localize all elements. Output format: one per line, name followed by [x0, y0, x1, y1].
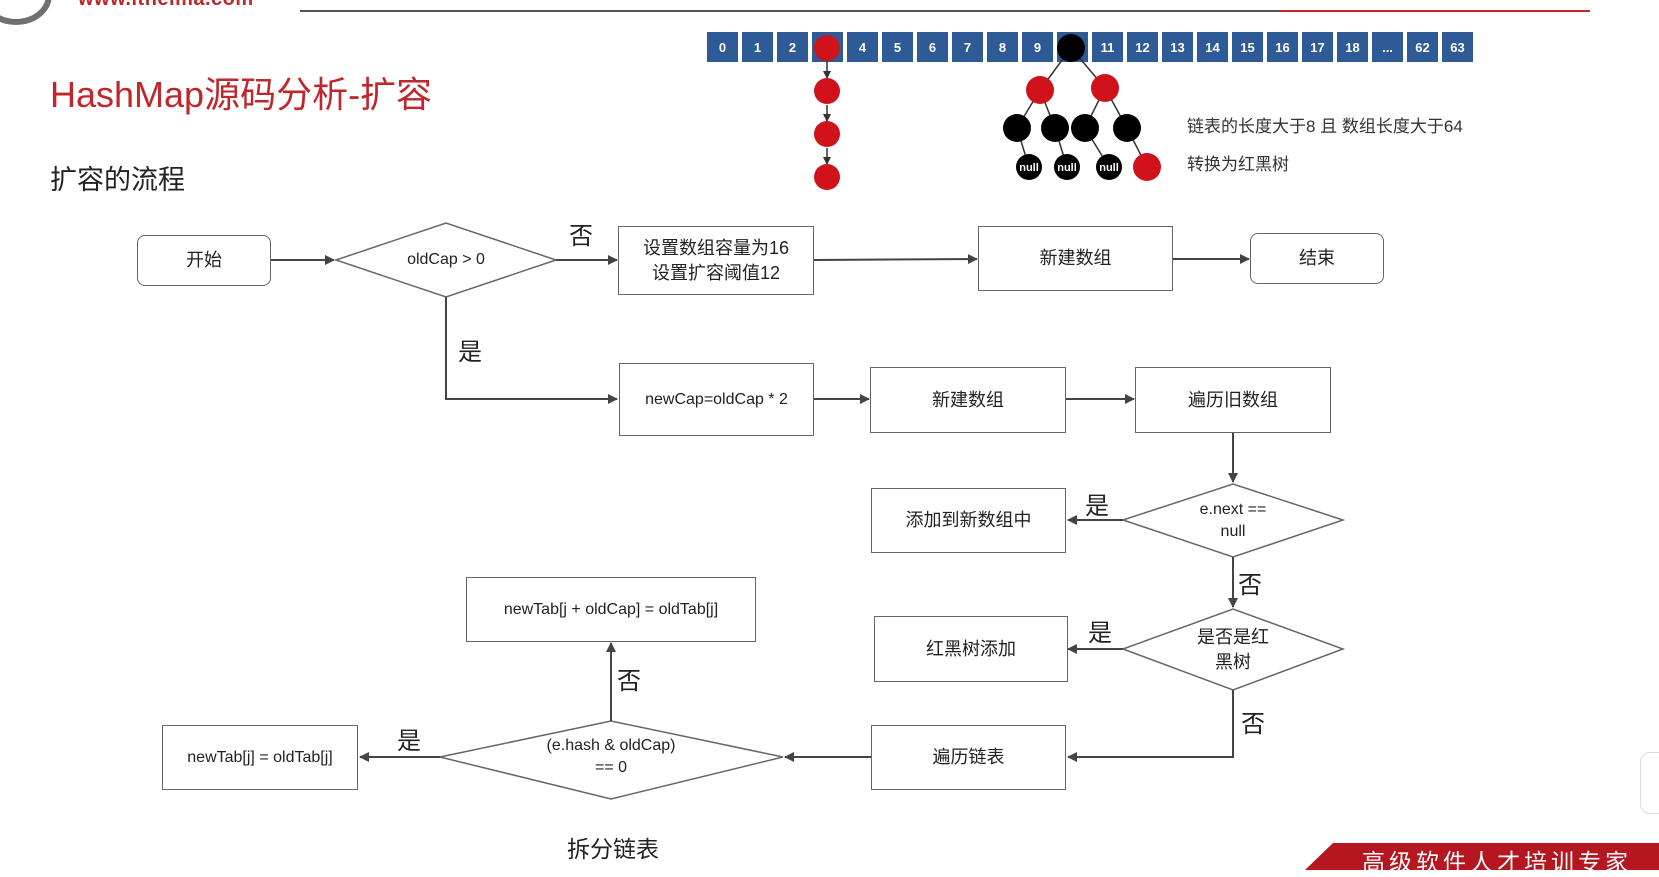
header-divider: [300, 10, 1590, 12]
array-cell: 2: [777, 32, 810, 62]
decision-hash: [439, 720, 784, 800]
label-yes-next: 是: [1085, 493, 1109, 520]
assign-j-box: newTab[j] = oldTab[j]: [162, 725, 358, 790]
cond-rbtree-line1: 是否是红: [1197, 626, 1269, 647]
new-cap-box: newCap=oldCap * 2: [619, 363, 814, 436]
tree-nodes: null null null: [1003, 34, 1161, 181]
start-node: 开始: [137, 235, 271, 286]
tree-node-root: [1057, 34, 1085, 62]
tree-node: [1091, 74, 1119, 102]
list-node: [814, 78, 840, 104]
cond-rbtree-line2: 黑树: [1215, 652, 1251, 672]
set-default-line1: 设置数组容量为16: [642, 238, 790, 259]
footer-slogan: 高级软件人才培训专家: [1362, 850, 1632, 875]
cond-oldcap-text: oldCap > 0: [407, 250, 485, 268]
tree-null-node: [1054, 154, 1080, 180]
traverse-old-array-box: 遍历旧数组: [1135, 367, 1331, 433]
cond-next-line1: e.next ==: [1199, 500, 1267, 518]
cond-next-null-text: e.next == null: [1163, 498, 1303, 544]
list-node: [814, 35, 840, 61]
assign-j-oldcap-box: newTab[j + oldCap] = oldTab[j]: [466, 577, 756, 642]
array-cell: 8: [987, 32, 1020, 62]
assign-j-text: newTab[j] = oldTab[j]: [187, 748, 333, 766]
traverse-list-box: 遍历链表: [871, 725, 1066, 790]
new-array-top-box: 新建数组: [978, 226, 1173, 291]
linked-list-chain: [814, 35, 840, 190]
tree-annotation-line1: 链表的长度大于8 且 数组长度大于64: [1187, 117, 1463, 136]
tree-annotation-line2: 转换为红黑树: [1187, 155, 1289, 174]
add-to-new-array-box: 添加到新数组中: [871, 488, 1066, 553]
label-yes-rbtree: 是: [1088, 620, 1112, 647]
assign-j-oldcap-text: newTab[j + oldCap] = oldTab[j]: [503, 600, 719, 618]
list-node: [814, 164, 840, 190]
footer-banner: [1305, 843, 1659, 870]
array-cell: 1: [742, 32, 775, 62]
array-cell: ...: [1372, 32, 1405, 62]
tree-node: [1026, 76, 1054, 104]
decision-next-null: [1120, 483, 1346, 558]
array-cell: 14: [1197, 32, 1230, 62]
tree-null-node: [1016, 154, 1042, 180]
array-cell: 17: [1302, 32, 1335, 62]
label-yes-oldcap: 是: [458, 339, 482, 366]
new-array-mid-box: 新建数组: [870, 367, 1066, 433]
tree-node: [1041, 114, 1069, 142]
decision-is-rbtree: [1120, 608, 1346, 691]
tree-node: [1071, 114, 1099, 142]
end-node: 结束: [1250, 233, 1384, 284]
array-cell: 11: [1092, 32, 1125, 62]
site-url: www.itheima.com: [78, 0, 254, 11]
cond-hash-line1: (e.hash & oldCap): [546, 736, 676, 754]
array-cell: 0: [707, 32, 740, 62]
array-cell: 7: [952, 32, 985, 62]
tree-node: [1133, 153, 1161, 181]
side-tab[interactable]: [1640, 752, 1659, 814]
split-list-caption: 拆分链表: [567, 836, 659, 862]
array-cell: 5: [882, 32, 915, 62]
null-label: null: [1019, 162, 1039, 174]
label-yes-hash: 是: [397, 728, 421, 755]
header-divider-accent: [1280, 10, 1590, 12]
null-label: null: [1057, 162, 1077, 174]
cond-hash-text: (e.hash & oldCap) == 0: [501, 733, 721, 781]
label-no-hash: 否: [617, 668, 641, 695]
array-cell: 62: [1407, 32, 1440, 62]
set-default-box: 设置数组容量为16 设置扩容阈值12: [618, 226, 814, 295]
array-cell: 16: [1267, 32, 1300, 62]
array-cell: 12: [1127, 32, 1160, 62]
tree-null-node: [1096, 154, 1122, 180]
label-no-rbtree: 否: [1241, 711, 1265, 738]
new-cap-text: newCap=oldCap * 2: [645, 390, 788, 408]
cond-rbtree-text: 是否是红 黑树: [1163, 626, 1303, 674]
set-default-line2: 设置扩容阈值12: [651, 262, 781, 283]
null-label: null: [1099, 162, 1119, 174]
array-cell: 18: [1337, 32, 1370, 62]
cond-hash-line2: == 0: [594, 759, 628, 776]
tree-node: [1113, 114, 1141, 142]
array-cell: 15: [1232, 32, 1265, 62]
label-no-next: 否: [1238, 572, 1262, 599]
rbtree-add-box: 红黑树添加: [874, 616, 1068, 682]
cond-next-line2: null: [1220, 523, 1246, 540]
arrow-cond-yes: [445, 297, 618, 404]
arrow-rbtree-no: [1067, 690, 1234, 762]
arrow-default-to-newarray: [813, 254, 978, 265]
array-cell: 9: [1022, 32, 1055, 62]
slide-title: HashMap源码分析-扩容: [50, 74, 433, 115]
array-cell: 4: [847, 32, 880, 62]
array-cell: 13: [1162, 32, 1195, 62]
tree-node: [1003, 114, 1031, 142]
array-cell: 6: [917, 32, 950, 62]
slide-subtitle: 扩容的流程: [50, 165, 185, 195]
label-no-oldcap: 否: [569, 223, 593, 250]
array-cell: 63: [1442, 32, 1475, 62]
list-node: [814, 121, 840, 147]
